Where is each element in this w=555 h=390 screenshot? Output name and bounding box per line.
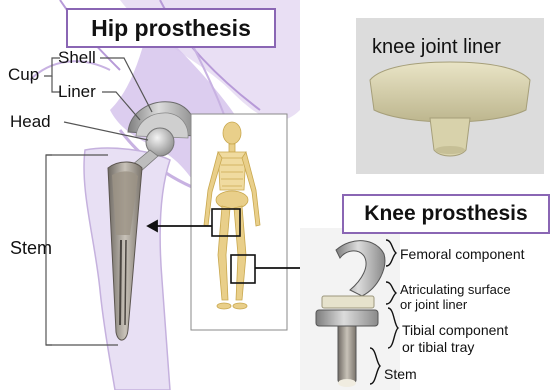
label-articulating-line2: or joint liner: [400, 297, 511, 312]
label-tibial-line2: or tibial tray: [402, 339, 508, 356]
label-articulating-surface: Atriculating surface or joint liner: [400, 282, 511, 312]
label-stem-knee: Stem: [384, 366, 417, 382]
hip-title-text: Hip prosthesis: [91, 15, 251, 42]
label-femoral-component: Femoral component: [400, 246, 525, 262]
label-stem-hip: Stem: [10, 238, 52, 259]
knee-title-text: Knee prosthesis: [364, 202, 527, 226]
label-cup: Cup: [8, 65, 39, 85]
label-shell: Shell: [58, 48, 96, 68]
label-head: Head: [10, 112, 51, 132]
label-liner: Liner: [58, 82, 96, 102]
knee-liner-caption: knee joint liner: [372, 36, 501, 59]
hip-title: Hip prosthesis: [66, 8, 276, 48]
label-articulating-line1: Atriculating surface: [400, 282, 511, 297]
knee-title: Knee prosthesis: [342, 194, 550, 234]
label-tibial-line1: Tibial component: [402, 322, 508, 339]
label-tibial-component: Tibial component or tibial tray: [402, 322, 508, 356]
